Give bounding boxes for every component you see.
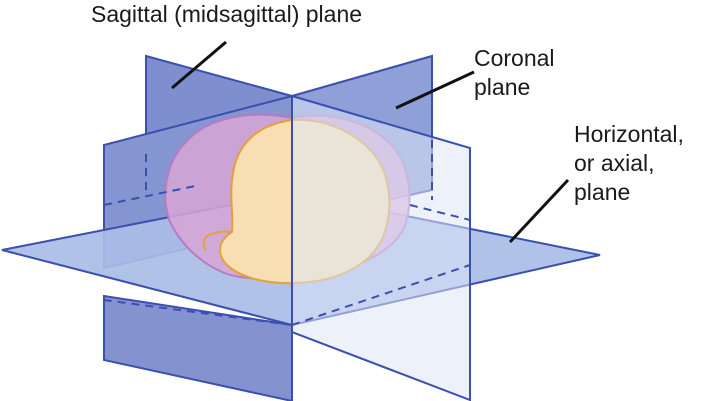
sagittal-plane-front: [291, 94, 471, 401]
coronal-leader-line: [395, 70, 475, 110]
sagittal-label-text: Sagittal (midsagittal) plane: [91, 1, 363, 27]
coronal-label-line-1: Coronal: [474, 45, 555, 71]
horizontal-leader-line: [508, 178, 570, 244]
sagittal-leader-line: [171, 40, 227, 90]
horizontal-plane-label: Horizontal, or axial, plane: [574, 120, 684, 207]
horizontal-label-line-1: Horizontal,: [574, 121, 684, 147]
horizontal-label-line-3: plane: [574, 179, 631, 205]
brain-lobe-detail: [202, 230, 233, 251]
intersection-lines: [103, 140, 471, 360]
sagittal-plane-lower: [103, 294, 293, 401]
horizontal-label-line-2: or axial,: [574, 150, 655, 176]
sagittal-plane-label: Sagittal (midsagittal) plane: [91, 0, 362, 29]
coronal-plane-label: Coronal plane: [474, 44, 555, 102]
coronal-label-line-2: plane: [474, 74, 531, 100]
